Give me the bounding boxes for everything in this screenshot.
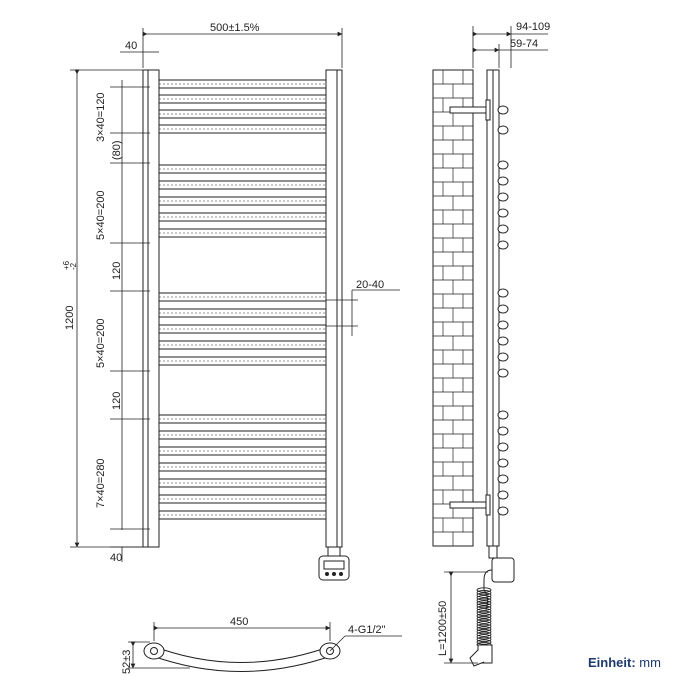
side-dimensions [444,26,548,664]
label-cable-length: L=1200±50 [437,601,449,656]
towel-bar [158,494,327,504]
bar-end [497,160,509,170]
bar-end [497,490,509,500]
bottom-bracket [449,494,491,516]
label-connection: 4-G1/2" [348,624,386,636]
label-group2: 5×40=200 [95,190,107,240]
unit-value: mm [639,655,661,670]
label-bottom-offset: 40 [110,552,122,564]
label-side-depth-inner: 59-74 [510,38,538,50]
label-height-tol-upper: +6 [62,260,71,270]
bar-end [497,224,509,234]
towel-bar [158,212,327,222]
towel-bar [158,462,327,472]
towel-bar [158,180,327,190]
towel-bar [158,510,327,520]
dimension-labels: 500±1.5% 40 1200 +6 -2 3×40=120 (80) 5×4… [62,21,550,674]
label-top-offset: 40 [125,40,137,52]
towel-bar [158,196,327,206]
heater-icon [483,545,515,611]
towel-bar [158,164,327,174]
bar-end [497,410,509,420]
connection-left [143,642,165,660]
side-bar-ends [497,105,509,516]
towel-bar [158,292,327,302]
label-gap2: 120 [111,392,123,410]
towel-bar [158,308,327,318]
label-height: 1200 [64,306,76,330]
bar-end [497,320,509,330]
label-bottom-width: 450 [230,616,248,628]
towel-bar [158,324,327,334]
label-group4: 7×40=280 [95,458,107,508]
towel-bar [158,430,327,440]
bar-end [497,368,509,378]
towel-bar [158,356,327,366]
label-gap-small: (80) [111,140,123,160]
towel-bar [158,478,327,488]
wall-bricks [433,69,473,546]
label-group3: 5×40=200 [95,318,107,368]
bar-end [497,105,509,115]
label-side-depth-outer: 94-109 [516,21,550,33]
label-group1: 3×40=120 [95,92,107,142]
bar-end [497,176,509,186]
side-view [432,69,515,667]
bar-end [497,336,509,346]
plug-icon [469,644,493,667]
towel-bar [158,94,327,104]
bar-end [497,208,509,218]
bar-end [497,458,509,468]
bar-end [497,442,509,452]
label-height-tol-lower: -2 [69,262,78,270]
bar-end [497,506,509,516]
thermostat-icon [318,546,350,581]
towel-bar [158,109,327,119]
towel-bar [158,79,327,89]
bar-end [497,192,509,202]
bottom-dimensions [128,622,402,669]
towel-bar [158,124,327,134]
bar-end [497,304,509,314]
towel-bar [158,414,327,424]
label-wall-gap: 20-40 [356,279,384,291]
towel-bar [158,340,327,350]
towel-bars [158,79,327,520]
front-dimensions [70,28,400,562]
top-bracket [449,99,491,121]
label-gap1: 120 [111,262,123,280]
unit-label: Einheit: [588,655,636,670]
coiled-cable [476,587,492,648]
label-curve-depth: 52±3 [121,650,133,674]
bar-end [497,125,509,135]
unit-note: Einheit: mm [588,655,661,670]
bar-end [497,426,509,436]
bar-end [497,288,509,298]
label-width: 500±1.5% [210,22,260,34]
towel-bar [158,228,327,238]
left-rail [142,69,160,548]
front-view [142,69,350,581]
bottom-view [143,642,341,672]
right-rail [325,69,343,548]
bar-end [497,240,509,250]
towel-bar [158,446,327,456]
bar-end [497,474,509,484]
bar-end [497,352,509,362]
